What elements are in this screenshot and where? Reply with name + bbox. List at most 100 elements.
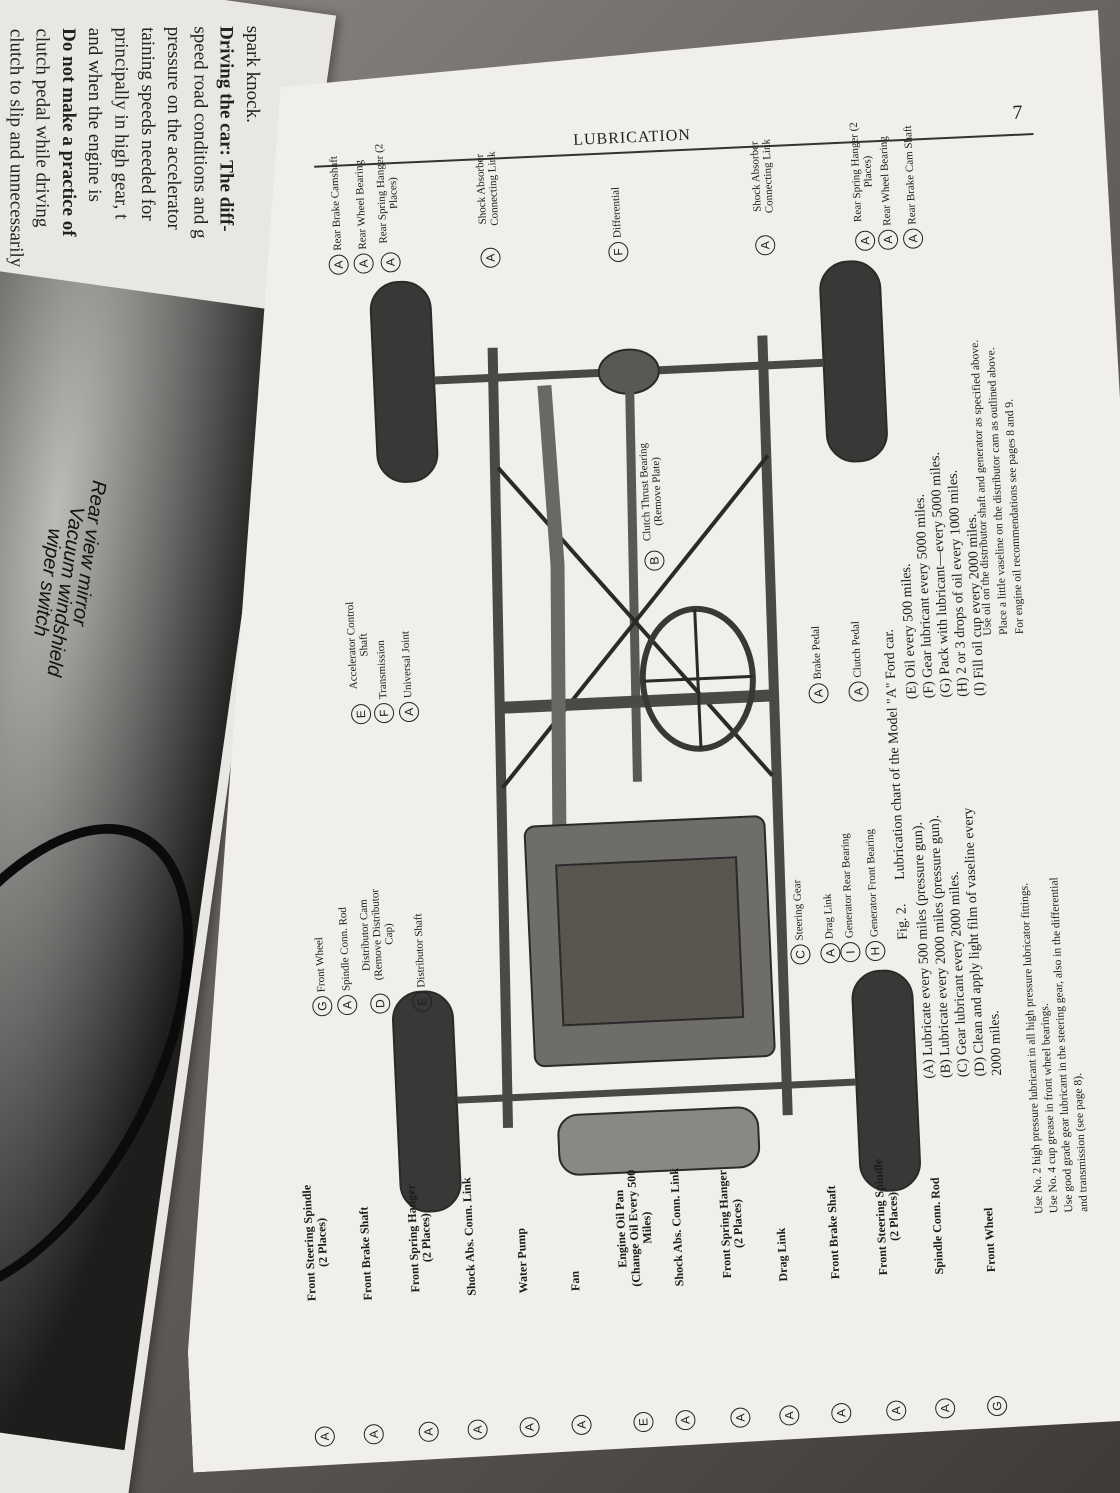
callout-a: A Shock Absorber Connecting Link xyxy=(473,133,503,268)
rear-right-wheel xyxy=(819,260,888,463)
callout-label: Rear Wheel Bearing xyxy=(352,159,370,250)
callout-letter-circle: H xyxy=(865,941,886,962)
callout-label: Steering Gear xyxy=(791,879,806,941)
callout-a: ARear Brake Camshaft xyxy=(324,156,349,275)
left-page-line: principally in high gear, t xyxy=(110,27,132,220)
bottom-callout-label: Front Brake Shaft xyxy=(823,1185,842,1280)
callout-label: Brake Pedal xyxy=(809,625,824,680)
bottom-callout: A Spindle Conn. Rod xyxy=(925,1177,956,1419)
callout-letter-circle: B xyxy=(644,550,665,571)
callout-letter-circle: E xyxy=(351,704,372,725)
callout-letter-circle: A xyxy=(353,253,374,274)
bottom-callout: A Front Brake Shaft xyxy=(821,1185,852,1423)
callout-letter-circle: A xyxy=(903,228,924,249)
callout-label: Rear Spring Hanger (2 Places) xyxy=(847,121,875,223)
callout-label: Transmission xyxy=(374,639,390,700)
callout-label: Shock Absorber Connecting Link xyxy=(748,138,776,214)
callout-label: Drag Link xyxy=(821,893,836,940)
callout-letter-circle: F xyxy=(608,242,629,263)
callout-label: Clutch Thrust Bearing (Remove Plate) xyxy=(637,442,665,542)
right-page: LUBRICATION 7 xyxy=(128,0,1120,1473)
callout-letter-circle: A xyxy=(337,995,358,1016)
chassis-diagram xyxy=(339,249,942,1233)
callout-a: ARear Spring Hanger (2 Places) xyxy=(373,138,403,273)
callout-letter-circle: A xyxy=(755,235,776,256)
callout-d: D Distributor Cam (Remove Distributor Cap… xyxy=(357,879,399,1014)
callout-letter-circle: A xyxy=(571,1414,592,1435)
callout-label: Distributor Shaft xyxy=(412,913,428,988)
bottom-callout-label: Engine Oil Pan (Change Oil Every 500 Mil… xyxy=(611,1169,655,1288)
callout-letter-circle: A xyxy=(418,1421,439,1442)
callout-a: A Shock Absorber Connecting Link xyxy=(748,121,778,256)
caption-fig: Fig. 2. xyxy=(894,903,911,941)
callout-letter-circle: F xyxy=(374,703,395,724)
left-page-line: speed road conditions and g xyxy=(189,26,211,239)
callout-f: F Differential xyxy=(605,186,628,262)
callout-letter-circle: A xyxy=(399,702,420,723)
callout-label: Shock Absorber Connecting Link xyxy=(473,151,502,226)
bottom-callout: GFront Wheel xyxy=(979,1226,1008,1417)
callout-label: Generator Front Bearing xyxy=(863,828,881,938)
bottom-callout: AFront Brake Shaft xyxy=(353,1206,384,1444)
bottom-callout: A Water Pump xyxy=(511,1228,540,1438)
callout-letter-circle: A xyxy=(480,247,501,268)
left-page-line: Do not make a practice of xyxy=(57,28,79,237)
callout-label: Distributor Cam (Remove Distributor Cap) xyxy=(357,888,396,981)
left-page-line: Driving the car: The diff- xyxy=(215,26,237,232)
callout-a: ASpindle Conn. Rod xyxy=(333,907,358,1016)
bottom-callout-label: Front Brake Shaft xyxy=(355,1206,375,1301)
callout-letter-circle: A xyxy=(730,1407,751,1428)
callout-letter-circle: A xyxy=(935,1398,956,1419)
rear-left-wheel xyxy=(370,281,439,484)
bottom-callout-label: Front Wheel xyxy=(980,1207,998,1273)
bottom-callout-label: Drag Link xyxy=(773,1227,790,1282)
callout-a: ARear Wheel Bearing xyxy=(873,136,898,250)
bottom-callout-label: Spindle Conn. Rod xyxy=(927,1177,946,1275)
callout-letter-circle: C xyxy=(790,944,811,965)
callout-label: Accelerator Control Shaft xyxy=(343,601,371,690)
left-page-line: the discs. xyxy=(0,29,1,100)
callout-letter-circle: A xyxy=(820,943,841,964)
callout-a: A Universal Joint xyxy=(395,631,419,723)
callout-letter-circle: G xyxy=(312,996,333,1017)
callout-label: Differential xyxy=(609,186,624,239)
bottom-callout-label: Front Steering Spindle (2 Places) xyxy=(299,1184,331,1302)
bottom-callout-label: Fan xyxy=(567,1270,582,1292)
callout-c: C Steering Gear xyxy=(787,879,811,965)
bottom-callout: A Fan xyxy=(565,1271,592,1436)
left-page-line: spark knock. xyxy=(242,25,264,123)
callout-letter-circle: I xyxy=(840,942,861,963)
bottom-callout: A Front Steering Spindle (2 Places) xyxy=(300,1182,338,1447)
callout-letter-circle: A xyxy=(831,1403,852,1424)
bottom-callout: ADrag Link xyxy=(771,1227,800,1425)
page-number: 7 xyxy=(1011,101,1023,124)
bottom-callout-label: Water Pump xyxy=(513,1227,531,1294)
left-page-line: clutch to slip and unnecessarily xyxy=(5,28,27,268)
callout-f: F Transmission xyxy=(371,640,395,724)
callout-letter-circle: A xyxy=(808,683,829,704)
callout-label: Rear Wheel Bearing xyxy=(877,135,894,227)
callout-letter-circle: A xyxy=(675,1410,696,1431)
callout-label: Clutch Pedal xyxy=(849,620,864,678)
callout-label: Rear Brake Cam Shaft xyxy=(901,125,919,225)
callout-letter-circle: A xyxy=(519,1417,540,1438)
legend-left-item: 2000 miles. xyxy=(987,1010,1006,1076)
page-header-title: LUBRICATION xyxy=(572,126,692,149)
bottom-callout-label: Shock Abs. Conn. Link xyxy=(458,1177,479,1297)
left-page-line: and when the engine is xyxy=(84,27,106,202)
callout-letter-circle: G xyxy=(987,1396,1008,1417)
left-page-line: pressure on the accelerator xyxy=(163,26,185,230)
callout-letter-circle: A xyxy=(848,681,869,702)
callout-label: Rear Spring Hanger (2 Places) xyxy=(373,143,401,244)
left-page-line: clutch pedal while driving xyxy=(31,28,53,228)
callout-g: G Front Wheel xyxy=(309,937,333,1017)
callout-letter-circle: E xyxy=(412,991,433,1012)
callout-label: Rear Brake Camshaft xyxy=(327,155,345,251)
callout-label: Front Wheel xyxy=(313,936,328,993)
callout-label: Universal Joint xyxy=(399,630,415,699)
callout-letter-circle: D xyxy=(370,993,391,1014)
callout-letter-circle: A xyxy=(314,1426,335,1447)
callout-a: A Brake Pedal xyxy=(806,626,829,704)
left-page-line: taining speeds needed for xyxy=(136,27,158,221)
